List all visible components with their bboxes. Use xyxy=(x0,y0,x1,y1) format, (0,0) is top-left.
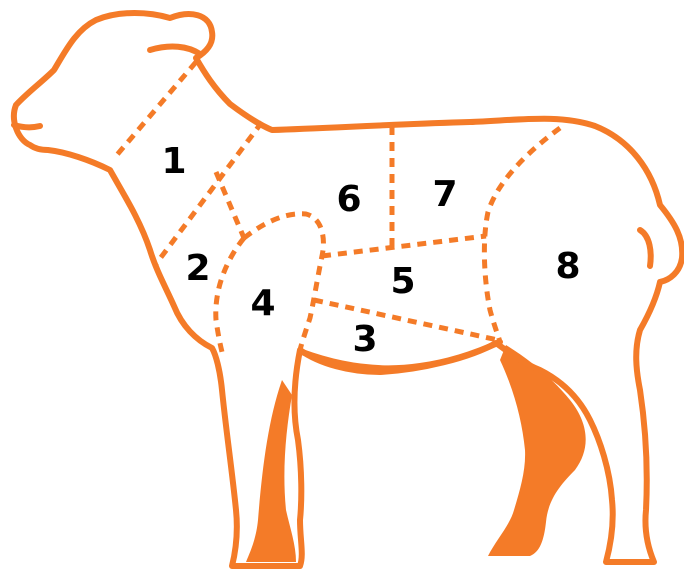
cut-label-5: 5 xyxy=(390,261,415,302)
cut-label-2: 2 xyxy=(185,248,210,289)
cut-line-leg xyxy=(484,128,560,342)
far-front-leg-shape xyxy=(246,380,296,562)
body-outline xyxy=(14,13,682,566)
cut-line-rack-belly xyxy=(322,236,486,256)
cut-label-6: 6 xyxy=(336,179,361,220)
far-hind-leg-shape xyxy=(488,345,586,556)
cut-line-shoulder-left xyxy=(216,238,244,352)
mouth-line xyxy=(14,125,40,127)
cut-label-4: 4 xyxy=(250,283,275,324)
cut-label-7: 7 xyxy=(432,174,457,215)
cut-label-1: 1 xyxy=(161,141,186,182)
cut-line-breast xyxy=(314,300,498,340)
cut-line-shoulder-arc xyxy=(244,214,323,350)
tail-curl xyxy=(640,230,651,266)
cut-label-8: 8 xyxy=(555,246,580,287)
cut-line-shoulder-inner xyxy=(216,172,244,238)
ear-outline xyxy=(150,47,200,54)
cut-label-3: 3 xyxy=(352,319,377,360)
